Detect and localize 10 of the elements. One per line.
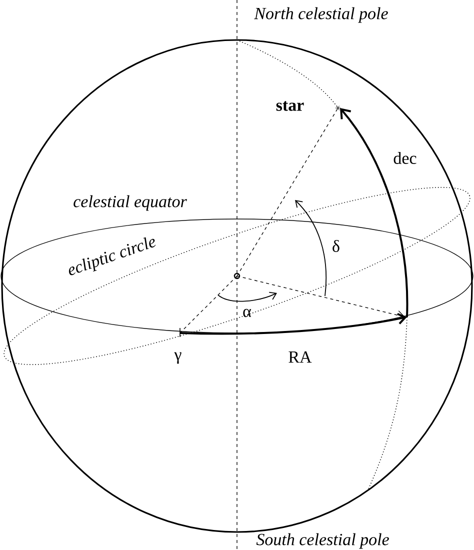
circle-label: celestial equator: [74, 195, 187, 211]
pole-label: North celestial pole: [254, 7, 388, 23]
circle-label: ecliptic circle: [68, 237, 156, 276]
arc-label: dec: [394, 152, 416, 164]
angle-label: α: [243, 308, 252, 318]
point-label: γ: [174, 352, 182, 364]
pole-label: South celestial pole: [256, 533, 389, 549]
star-label: star: [276, 101, 304, 111]
angle-label: δ: [332, 240, 340, 252]
arc-label: RA: [288, 351, 312, 363]
